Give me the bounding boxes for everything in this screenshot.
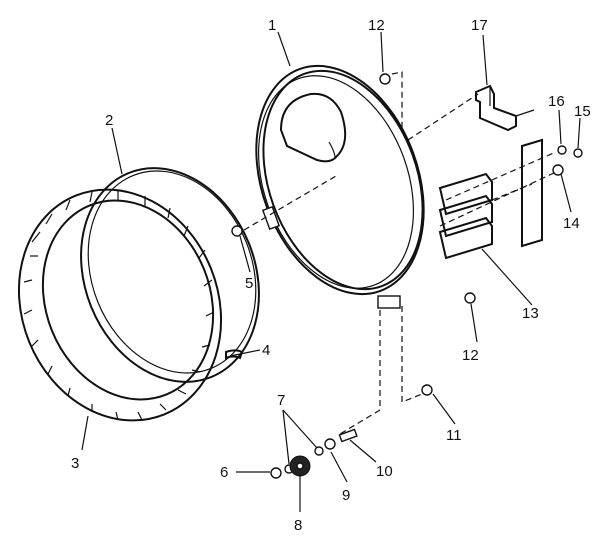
front-panel-part-1 [255, 64, 425, 296]
hardware-parts [231, 73, 583, 479]
screw-part-12-bottom [464, 292, 476, 304]
callout-labels: 1 2 3 4 5 6 7 8 9 10 11 12 12 13 14 15 1… [71, 17, 591, 534]
washer-part-7b [314, 446, 324, 456]
callout-9: 9 [342, 487, 350, 504]
panel-hinge-tabs [261, 205, 401, 309]
screw-part-5 [231, 225, 243, 237]
screw-part-16 [557, 145, 567, 155]
callout-17: 17 [471, 17, 488, 34]
bearing-housing-part-13 [438, 172, 493, 260]
callout-4: 4 [262, 342, 270, 359]
callout-11: 11 [446, 427, 462, 444]
nut-part-14 [552, 164, 564, 176]
drum-ring-part-3 [17, 188, 223, 422]
callout-6: 6 [220, 464, 228, 481]
callout-1: 1 [268, 17, 276, 34]
callout-7: 7 [277, 392, 285, 409]
screw-part-15 [573, 148, 583, 158]
washer-part-9 [324, 438, 336, 450]
assembly-lines [243, 71, 557, 435]
nut-part-11 [421, 384, 433, 396]
leader-lines [81, 31, 581, 512]
callout-5: 5 [245, 275, 253, 292]
callout-12-bottom: 12 [462, 347, 479, 364]
shaft-part-10 [338, 428, 358, 443]
callout-13: 13 [522, 305, 539, 322]
roller-hub [296, 462, 304, 470]
callout-16: 16 [548, 93, 565, 110]
callout-14: 14 [563, 215, 580, 232]
washer-part-6 [270, 467, 282, 479]
bracket-part-17 [475, 84, 535, 132]
screw-part-12-top [379, 73, 391, 85]
callout-2: 2 [105, 112, 113, 129]
side-plate [521, 138, 543, 248]
callout-12-top: 12 [368, 17, 385, 34]
callout-10: 10 [376, 463, 393, 480]
callout-15: 15 [574, 103, 591, 120]
drum-seal-part-2 [80, 167, 260, 383]
callout-3: 3 [71, 455, 79, 472]
felt-seal-part-4 [225, 349, 244, 360]
callout-8: 8 [294, 517, 302, 534]
